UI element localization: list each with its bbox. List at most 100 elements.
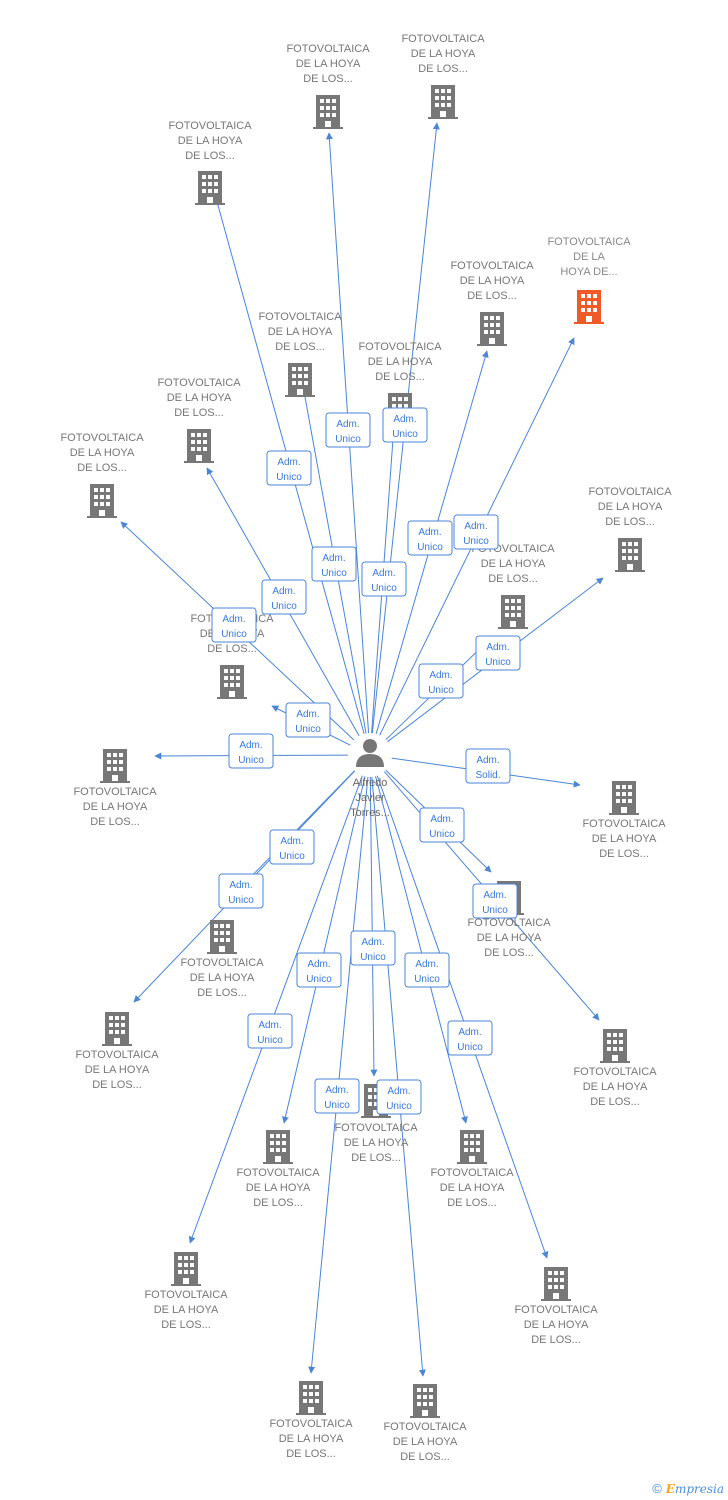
company-name-line: DE LA HOYA [296,58,361,70]
building-icon [296,1381,326,1415]
center-person[interactable]: AlfredoJavierTorres... [350,739,390,819]
relation-label-n10[interactable]: Adm.Unico [285,702,331,738]
edge-n25 [371,776,426,1377]
company-name-line: FOTOVOLTAICA [573,1066,657,1078]
relation-label-n6[interactable]: Adm.Unico [311,546,357,582]
relation-label-n9[interactable]: Adm.Unico [211,607,257,643]
building-icon [100,749,130,783]
relation-label-n22[interactable]: Adm.Unico [247,1013,293,1049]
company-name-line: DE LA HOYA [368,356,433,368]
company-name-line: FOTOVOLTAICA [286,43,370,55]
relation-label-n7[interactable]: Adm.Unico [361,561,407,597]
relation-label-n13[interactable]: Adm.Unico [228,733,274,769]
relation-label-text: Unico [360,952,386,963]
relation-label-n23[interactable]: Adm.Unico [447,1020,493,1056]
relation-label-n24[interactable]: Adm.Unico [314,1078,360,1114]
relation-label-text: Unico [417,542,443,553]
company-name-line: DE LOS... [488,573,538,585]
brand-logo[interactable]: Empresia [666,1482,724,1496]
company-name-line: DE LOS... [253,1197,303,1209]
relation-label-n20[interactable]: Adm.Unico [296,952,342,988]
company-name-line: FOTOVOLTAICA [144,1289,228,1301]
relation-label-n16[interactable]: Adm.Unico [269,829,315,865]
company-name-line: FOTOVOLTAICA [180,957,264,969]
relation-label-n3[interactable]: Adm.Unico [266,450,312,486]
relation-label-n19[interactable]: Adm.Unico [350,930,396,966]
company-name-line: DE LOS... [400,1451,450,1463]
relation-label-text: Unico [482,905,508,916]
company-name-line: FOTOVOLTAICA [547,236,631,248]
company-name-line: DE LOS... [90,816,140,828]
relation-label-n17[interactable]: Adm.Unico [218,873,264,909]
company-name-line: FOTOVOLTAICA [75,1049,159,1061]
company-name-line: FOTOVOLTAICA [168,120,252,132]
person-icon-head [363,739,377,753]
relation-label-n18[interactable]: Adm.Unico [472,883,518,919]
relation-label-text: Unico [386,1101,412,1112]
relation-label-text: Adm. [296,709,319,720]
relation-label-n1[interactable]: Adm.Unico [325,412,371,448]
relation-label-box [269,829,315,865]
company-name-line: FOTOVOLTAICA [60,432,144,444]
relation-label-text: Adm. [476,755,499,766]
company-name-line: FOTOVOLTAICA [358,341,442,353]
relation-label-n12[interactable]: Adm.Unico [418,663,464,699]
edge-n24 [308,776,369,1374]
relation-label-text: Adm. [458,1027,481,1038]
company-name-line: DE LA HOYA [477,932,542,944]
relation-label-box [350,930,396,966]
company-name-line: HOYA DE... [560,266,617,278]
relation-label-n14[interactable]: Adm. Solid. [465,748,511,784]
relation-label-n4[interactable]: Adm.Unico [453,514,499,550]
person-name-line: Torres... [350,807,390,819]
relation-label-n2[interactable]: Adm.Unico [382,407,428,443]
relation-label-n8[interactable]: Adm.Unico [261,579,307,615]
relation-label-n5[interactable]: Adm.Unico [407,520,453,556]
company-name-line: DE LA HOYA [481,558,546,570]
building-icon [87,484,117,518]
company-name-line: DE LOS... [447,1197,497,1209]
company-name-line: DE LA HOYA [440,1182,505,1194]
company-name-line: FOTOVOLTAICA [157,377,241,389]
relation-label-n21[interactable]: Adm.Unico [404,952,450,988]
relation-label-box [311,546,357,582]
relation-label-n11[interactable]: Adm.Unico [475,635,521,671]
relation-label-n15[interactable]: Adm.Unico [419,807,465,843]
relation-label-box [419,807,465,843]
relation-label-text: Unico [271,601,297,612]
building-icon [184,429,214,463]
building-icon [615,538,645,572]
relation-label-text: Solid. [475,770,500,781]
relation-label-text: Unico [238,755,264,766]
relation-label-box [447,1020,493,1056]
company-name-line: FOTOVOLTAICA [514,1304,598,1316]
relation-label-n25[interactable]: Adm.Unico [376,1079,422,1115]
company-name-line: DE LA HOYA [190,972,255,984]
relation-label-text: Adm. [429,670,452,681]
edge-n22 [188,775,363,1244]
